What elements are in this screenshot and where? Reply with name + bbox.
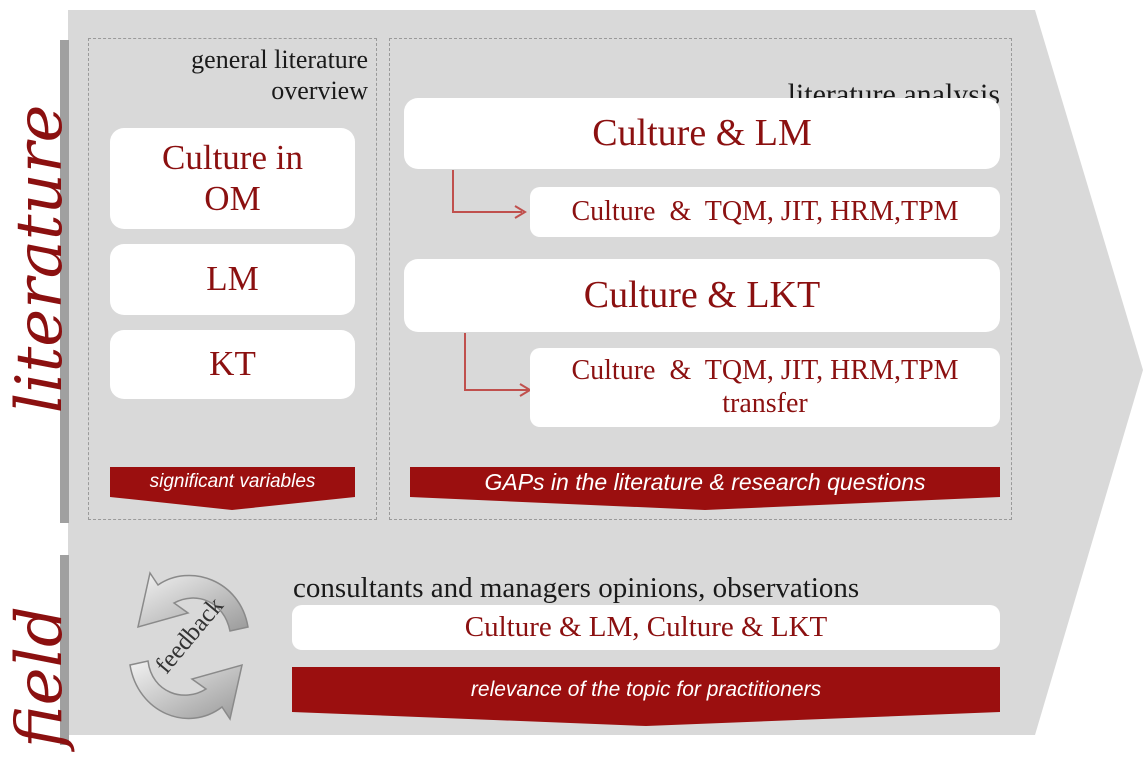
gaps-label: GAPs in the literature & research questi… <box>484 468 926 495</box>
field-bar <box>60 555 69 745</box>
transfer-line: transfer <box>722 387 808 419</box>
cycle-arrows-icon <box>129 571 249 721</box>
overview-item-culture-om: Culture in OM <box>110 128 355 229</box>
field-label: field <box>3 606 77 748</box>
relevance-label: relevance of the topic for practitioners <box>470 678 822 701</box>
literature-bar <box>60 40 69 523</box>
culture-lm-box: Culture & LM <box>404 98 1000 169</box>
sub-practices-box-2: Culture & TQM, JIT, HRM,TPM transfer <box>530 348 1000 427</box>
overview-section <box>88 38 377 520</box>
analysis-section <box>389 38 1012 520</box>
overview-item-kt: KT <box>110 330 355 399</box>
culture-lkt-box: Culture & LKT <box>404 259 1000 332</box>
field-header: consultants and managers opinions, obser… <box>293 572 860 604</box>
sub-practices-box-1: Culture & TQM, JIT, HRM,TPM <box>530 187 1000 237</box>
literature-label: literature <box>3 104 77 414</box>
field-culture-box: Culture & LM, Culture & LKT <box>292 605 1000 650</box>
sub-practices-line: Culture & TQM, JIT, HRM,TPM <box>571 355 959 387</box>
overview-item-lm: LM <box>110 244 355 315</box>
overview-header: general literature overview <box>191 45 368 106</box>
significant-variables-label: significant variables <box>149 471 316 492</box>
